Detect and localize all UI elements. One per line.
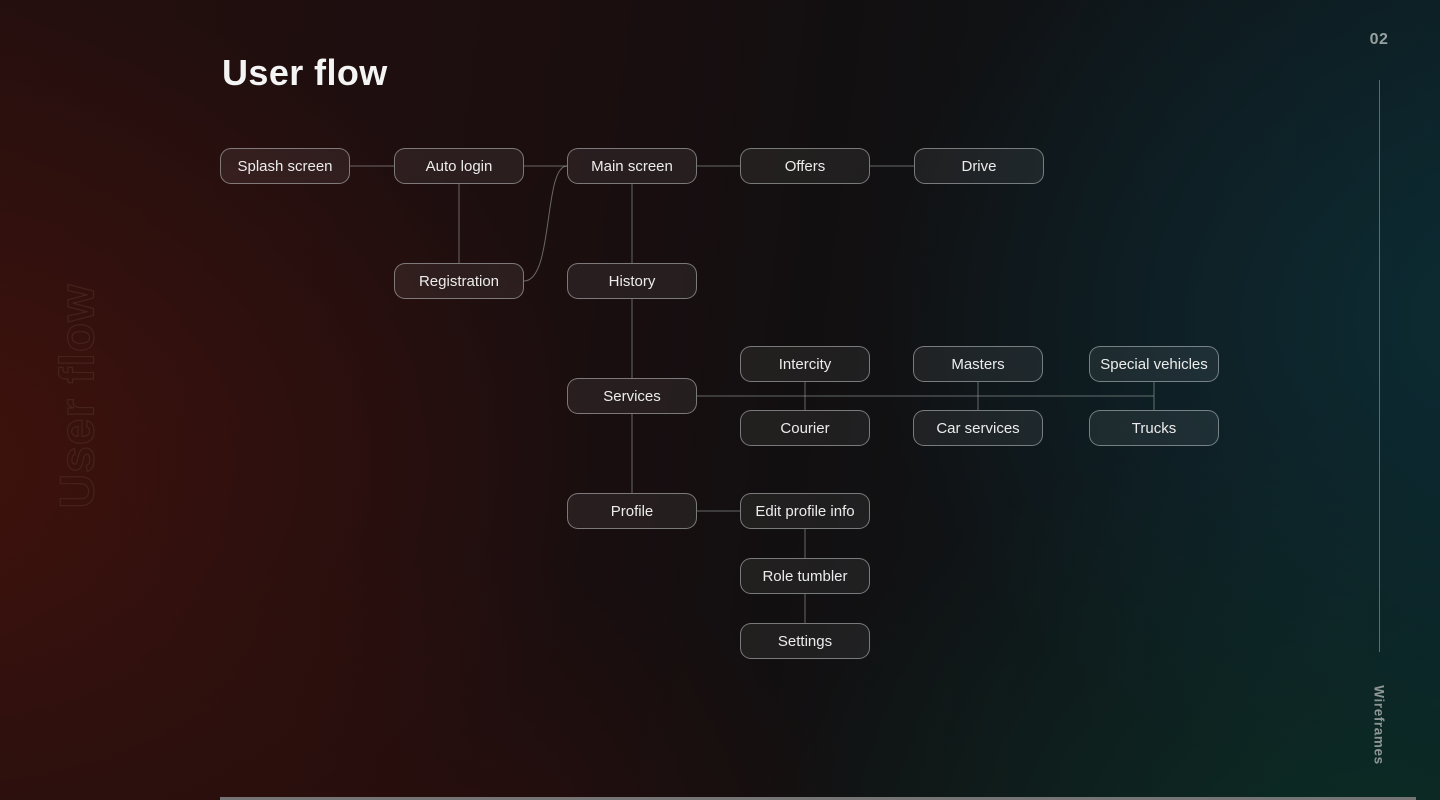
flow-node-masters: Masters	[913, 346, 1043, 382]
flow-node-offers: Offers	[740, 148, 870, 184]
right-rail-label: Wireframes	[1371, 685, 1387, 765]
left-watermark-text: User flow	[51, 283, 105, 509]
flow-node-courier: Courier	[740, 410, 870, 446]
page-title: User flow	[222, 52, 388, 93]
flow-node-registration: Registration	[394, 263, 524, 299]
flow-node-auto-login: Auto login	[394, 148, 524, 184]
flow-node-intercity: Intercity	[740, 346, 870, 382]
flow-node-profile: Profile	[567, 493, 697, 529]
flow-node-drive: Drive	[914, 148, 1044, 184]
flow-node-car-services: Car services	[913, 410, 1043, 446]
flow-node-main-screen: Main screen	[567, 148, 697, 184]
flow-node-splash-screen: Splash screen	[220, 148, 350, 184]
flow-node-settings: Settings	[740, 623, 870, 659]
flow-node-special-vehicles: Special vehicles	[1089, 346, 1219, 382]
flow-node-trucks: Trucks	[1089, 410, 1219, 446]
page-number: 02	[1369, 31, 1389, 48]
flow-node-services: Services	[567, 378, 697, 414]
flow-node-role-tumbler: Role tumbler	[740, 558, 870, 594]
flow-node-edit-profile-info: Edit profile info	[740, 493, 870, 529]
flow-node-history: History	[567, 263, 697, 299]
right-rail-divider	[1379, 80, 1380, 652]
horizontal-scrollbar-thumb[interactable]	[220, 797, 1416, 800]
flow-edge-registration-to-main-screen	[523, 165, 568, 282]
